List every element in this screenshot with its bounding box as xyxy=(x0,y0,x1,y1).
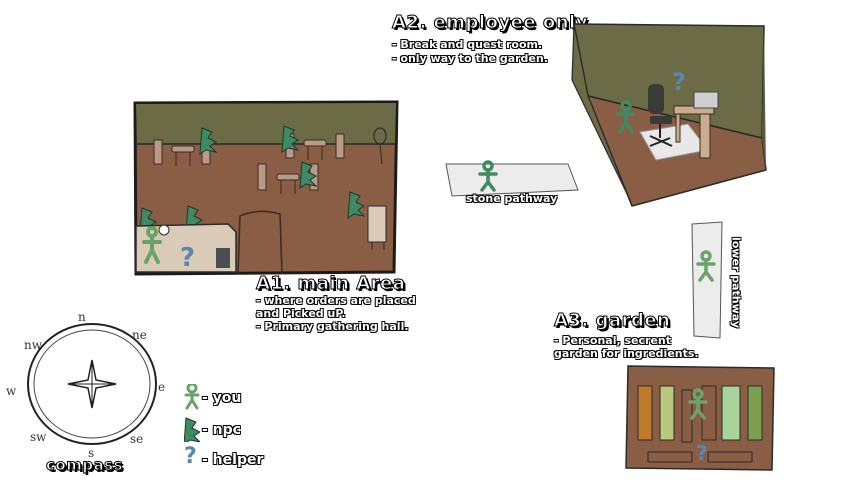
main-area-desc-2: and Picked uP. xyxy=(256,307,346,320)
legend-npc-icon xyxy=(184,417,200,442)
garden-area[interactable]: ? xyxy=(624,364,776,472)
compass-nw: nw xyxy=(24,338,42,352)
legend-you-label: - you xyxy=(202,390,242,406)
main-area-desc-3: - Primary gathering hall. xyxy=(256,320,409,333)
garden-desc-2: garden for ingredients. xyxy=(554,347,699,360)
legend-helper-icon: ? xyxy=(184,444,197,469)
order-counter[interactable] xyxy=(135,223,237,273)
legend-helper-label: - helper xyxy=(202,452,264,468)
lower-pathway[interactable] xyxy=(690,220,724,340)
office-chair xyxy=(648,84,673,147)
employee-room[interactable]: ? xyxy=(570,20,770,208)
compass-label: compass xyxy=(45,456,124,475)
compass-se: se xyxy=(130,432,144,446)
menu-board xyxy=(367,205,387,250)
compass-w: w xyxy=(6,384,17,398)
legend-npc-label: - npc xyxy=(202,422,241,438)
main-area-title: A1. main Area xyxy=(255,273,406,295)
compass xyxy=(27,323,157,445)
main-area-desc-1: - where orders are placed xyxy=(256,294,416,307)
compass-s: s xyxy=(88,446,95,460)
npc-figure xyxy=(478,160,498,192)
doorway xyxy=(237,210,283,275)
plant-icon xyxy=(373,127,387,165)
compass-n: n xyxy=(78,310,86,324)
garden-title: A3. garden xyxy=(553,310,671,332)
garden-desc-1: - Personal, secrent xyxy=(554,334,671,347)
stone-pathway-label: stone pathway xyxy=(466,192,558,205)
npc-figure xyxy=(616,100,636,134)
helper-icon: ? xyxy=(672,68,686,96)
employee-room-title: A2. employee only xyxy=(392,12,588,34)
plant-beds xyxy=(637,385,763,463)
you-figure xyxy=(142,226,162,264)
compass-sw: sw xyxy=(30,430,47,444)
stone-pathway[interactable] xyxy=(444,160,580,200)
npc-figure xyxy=(696,250,716,282)
helper-icon: ? xyxy=(696,441,708,465)
desk xyxy=(673,91,719,159)
main-area-room[interactable]: ? xyxy=(132,100,400,276)
compass-ne: ne xyxy=(132,328,147,342)
you-figure xyxy=(688,388,708,420)
employee-room-desc-1: - Break and quest room. xyxy=(392,38,543,51)
lower-pathway-label: lower pathway xyxy=(729,236,743,328)
employee-room-desc-2: - only way to the garden. xyxy=(392,52,548,65)
compass-e: e xyxy=(158,380,166,394)
legend-you-icon xyxy=(184,384,200,410)
helper-icon: ? xyxy=(180,243,195,273)
